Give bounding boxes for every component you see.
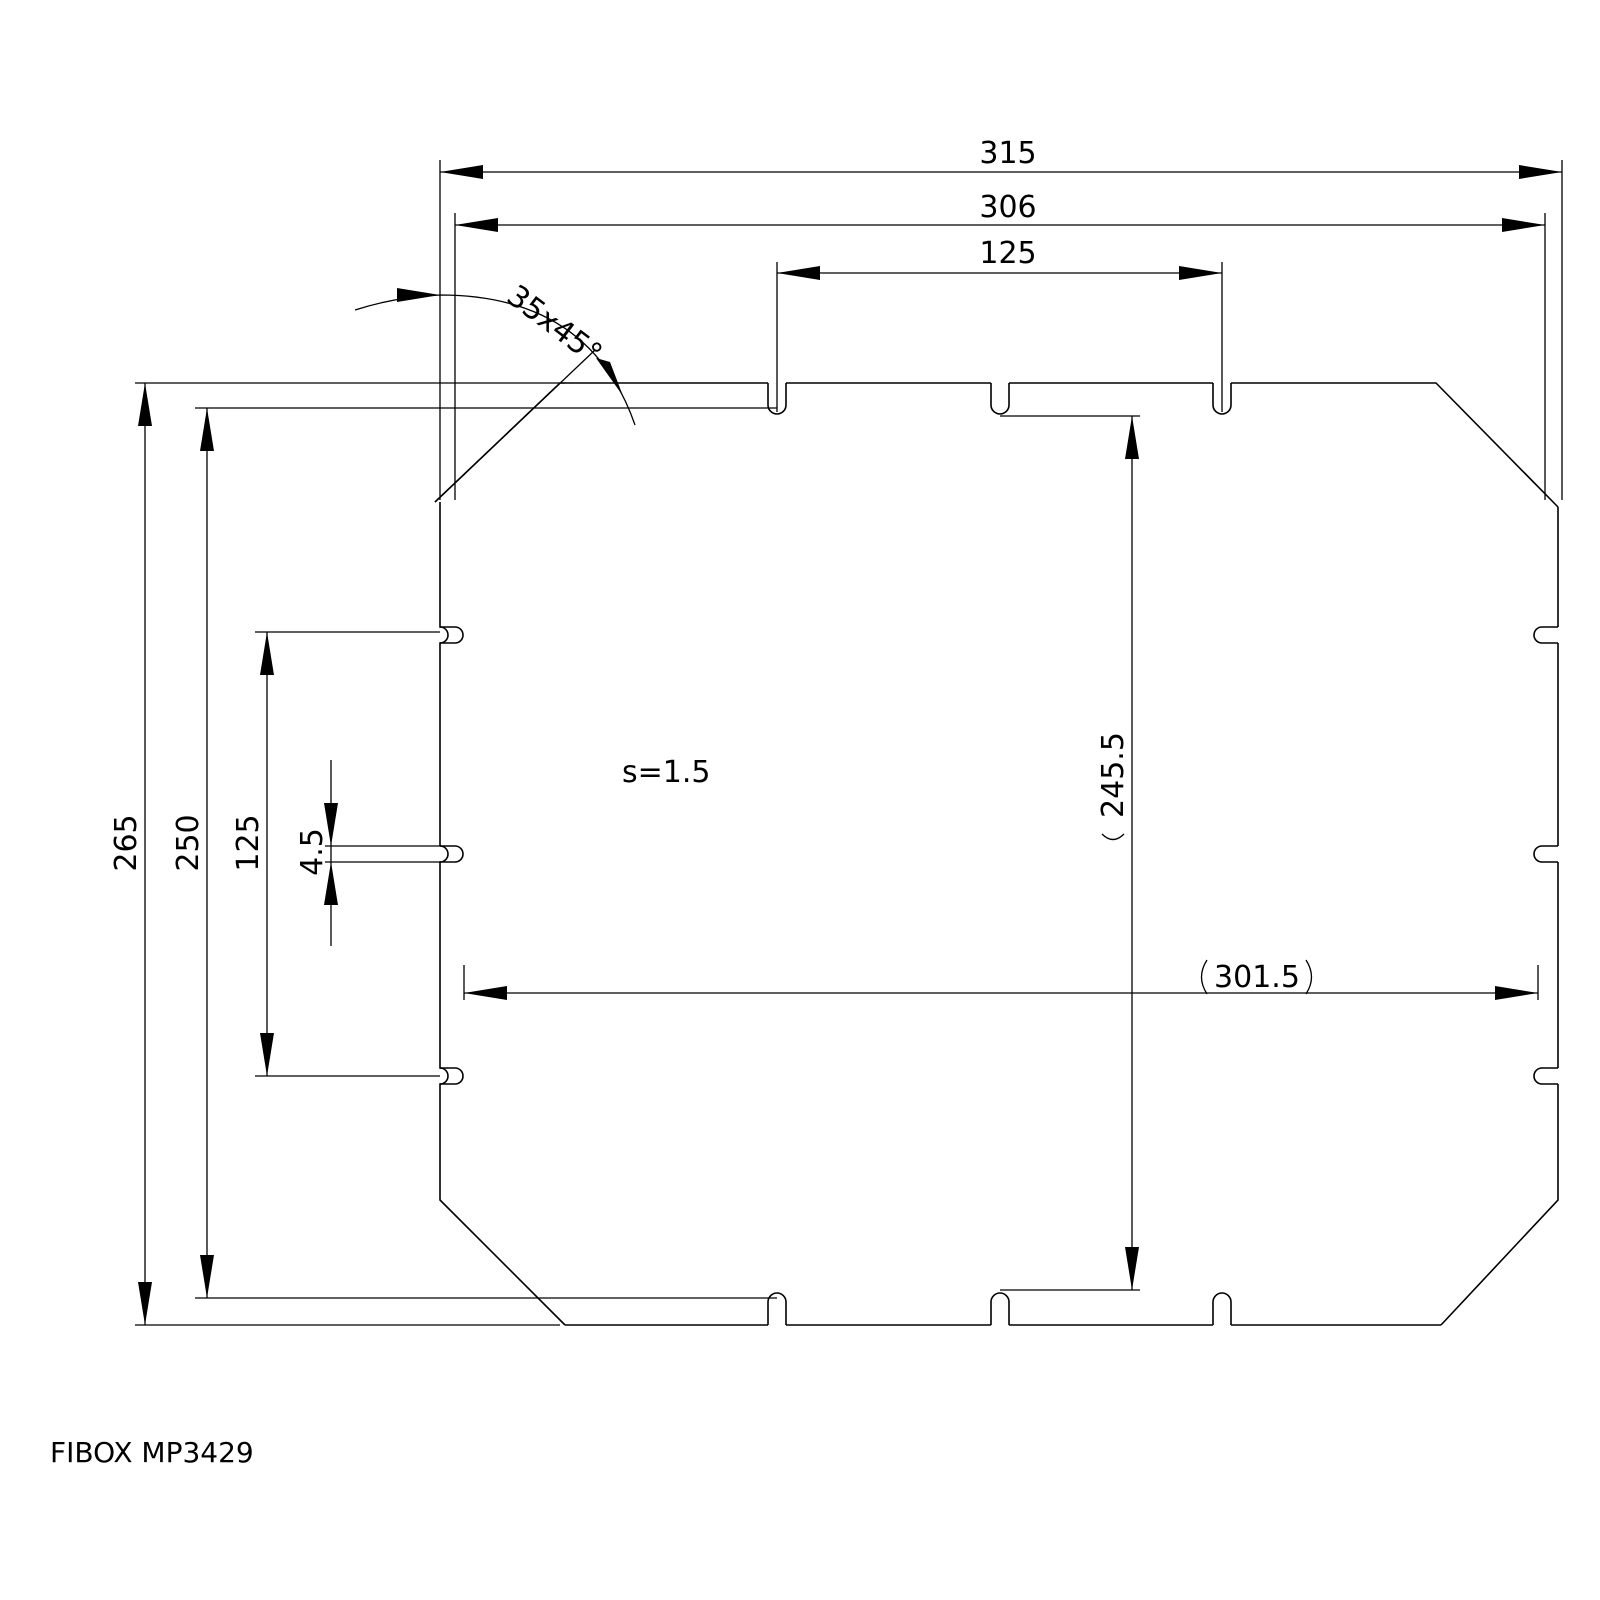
- reference-parenthesis: [1101, 833, 1125, 841]
- arrowhead: [200, 408, 214, 451]
- dimension-value-overall-height: 265: [109, 814, 144, 871]
- dimension-corner-chamfer: 35x45°: [354, 278, 636, 503]
- dimension-slot-width: 4.5: [295, 760, 338, 946]
- arrowhead: [777, 266, 820, 280]
- arrowhead: [1179, 266, 1222, 280]
- arrowhead: [1502, 218, 1545, 232]
- arrowhead: [397, 288, 440, 302]
- reference-parenthesis: [1305, 959, 1313, 995]
- arrowhead: [324, 862, 338, 905]
- dimension-inner-width: 306: [455, 190, 1545, 232]
- arrowhead: [324, 803, 338, 846]
- arrowhead: [455, 218, 498, 232]
- arrowhead: [1125, 1247, 1139, 1290]
- dimension-value-top-slot-spacing: 125: [979, 236, 1036, 271]
- arrowhead: [200, 1255, 214, 1298]
- arrowhead: [596, 358, 623, 396]
- arrowhead: [464, 986, 507, 1000]
- arrowhead: [260, 1033, 274, 1076]
- dimension-overall-width: 315: [440, 136, 1562, 179]
- dimension-reference-height: 245.5: [1096, 416, 1139, 1290]
- dimension-value-reference-height: 245.5: [1096, 732, 1131, 818]
- dimension-value-side-slot-spacing: 125: [231, 814, 266, 871]
- arrowhead: [260, 632, 274, 675]
- part-label: FIBOX MP3429: [50, 1436, 254, 1469]
- dimension-value-reference-width: 301.5: [1214, 960, 1300, 995]
- dimension-value-corner-chamfer: 35x45°: [500, 278, 608, 372]
- dimension-overall-height: 265: [109, 383, 152, 1325]
- extension-lines: [135, 160, 1563, 1326]
- dimension-inner-height: 250: [171, 408, 214, 1298]
- arrowhead: [1125, 416, 1139, 459]
- dimension-value-overall-width: 315: [979, 136, 1036, 171]
- reference-parenthesis: [1200, 959, 1208, 995]
- dimension-side-slot-spacing: 125: [231, 632, 274, 1076]
- dimension-top-slot-spacing: 125: [777, 236, 1222, 280]
- dimension-value-inner-width: 306: [979, 190, 1036, 225]
- dimension-value-inner-height: 250: [171, 814, 206, 871]
- arrowhead: [1495, 986, 1538, 1000]
- arrowhead: [1519, 165, 1562, 179]
- plate-outline: [434, 382, 1559, 1326]
- arrowhead: [138, 383, 152, 426]
- thickness-label: s=1.5: [622, 755, 710, 790]
- arrowhead: [138, 1282, 152, 1325]
- dimension-value-slot-width: 4.5: [295, 828, 330, 876]
- arrowhead: [440, 165, 483, 179]
- dimension-reference-width: 301.5: [464, 959, 1538, 1000]
